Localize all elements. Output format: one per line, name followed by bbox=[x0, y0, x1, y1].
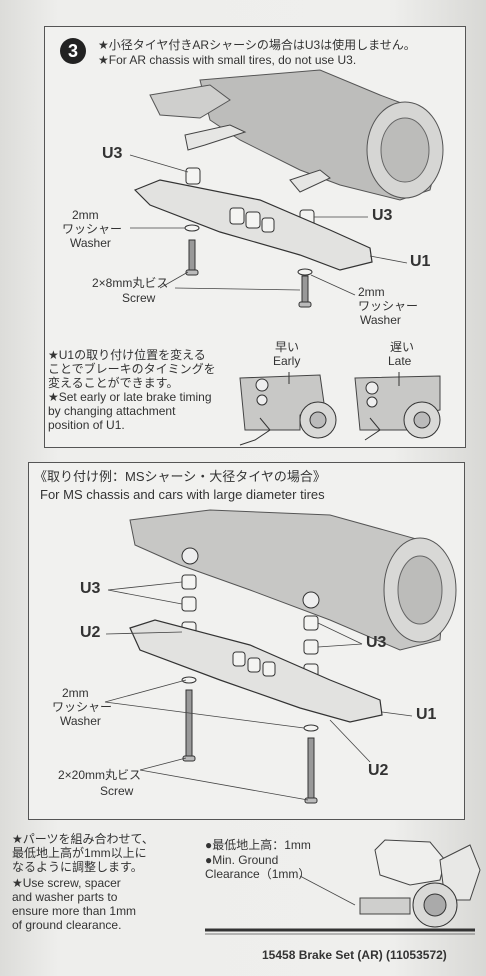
timing-note-en-3: position of U1. bbox=[48, 418, 125, 432]
min-clearance-en-2: Clearance（1mm） bbox=[205, 867, 311, 881]
timing-note-en-2: by changing attachment bbox=[48, 404, 176, 418]
label-washer-jp-2: ワッシャー bbox=[52, 700, 113, 714]
clearance-note-jp-1: ★パーツを組み合わせて、 bbox=[12, 832, 154, 846]
clearance-note-en-4: of ground clearance. bbox=[12, 918, 122, 932]
label-u2-left: U2 bbox=[80, 624, 101, 641]
label-washer-right-jp: ワッシャー bbox=[358, 299, 419, 313]
label-early-en: Early bbox=[273, 354, 301, 368]
timing-note-jp-3: 変えることができます。 bbox=[48, 376, 179, 390]
timing-note-en-1: ★Set early or late brake timing bbox=[48, 390, 212, 404]
product-footer: 15458 Brake Set (AR) (11053572) bbox=[262, 948, 447, 962]
label-u2-right: U2 bbox=[368, 762, 389, 779]
label-late-jp: 遅い bbox=[390, 340, 415, 354]
step-note-jp: ★小径タイヤ付きARシャーシの場合はU3は使用しません。 bbox=[98, 38, 416, 52]
label-u1: U1 bbox=[410, 253, 431, 270]
label-u3-right-2: U3 bbox=[366, 634, 387, 651]
label-washer-right-en: Washer bbox=[360, 313, 401, 327]
label-screw-size: 2×8mm丸ビス bbox=[92, 276, 169, 290]
label-late-en: Late bbox=[388, 354, 412, 368]
clearance-note-jp-3: なるように調整します。 bbox=[12, 860, 143, 874]
label-early-jp: 早い bbox=[275, 340, 300, 354]
min-clearance-jp: ●最低地上高：1mm bbox=[205, 838, 311, 852]
label-screw-en: Screw bbox=[122, 291, 156, 305]
label-washer-left-en: Washer bbox=[70, 236, 111, 250]
timing-note-jp-1: ★U1の取り付け位置を変える bbox=[48, 348, 206, 362]
label-washer-en-2: Washer bbox=[60, 714, 101, 728]
example-title-en: For MS chassis and cars with large diame… bbox=[40, 487, 325, 502]
label-u1-2: U1 bbox=[416, 706, 437, 723]
example-title-jp: 《取り付け例：MSシャーシ・大径タイヤの場合》 bbox=[34, 469, 326, 484]
label-washer-right-size: 2mm bbox=[358, 285, 385, 299]
label-washer-size-2: 2mm bbox=[62, 686, 89, 700]
step-number: 3 bbox=[60, 38, 86, 64]
label-u3-right: U3 bbox=[372, 207, 393, 224]
label-screw-en-2: Screw bbox=[100, 784, 134, 798]
clearance-note-jp-2: 最低地上高が1mm以上に bbox=[12, 846, 147, 860]
step-note-en: ★For AR chassis with small tires, do not… bbox=[98, 53, 357, 67]
timing-note-jp-2: ことでブレーキのタイミングを bbox=[48, 362, 216, 376]
clearance-note-en-2: and washer parts to bbox=[12, 890, 118, 904]
label-screw-size-2: 2×20mm丸ビス bbox=[58, 768, 142, 782]
label-u3-left-2: U3 bbox=[80, 580, 101, 597]
label-u3-left: U3 bbox=[102, 145, 123, 162]
min-clearance-en-1: ●Min. Ground bbox=[205, 853, 279, 867]
clearance-note-en-3: ensure more than 1mm bbox=[12, 904, 137, 918]
label-washer-left-jp: ワッシャー bbox=[62, 222, 123, 236]
label-washer-left-size: 2mm bbox=[72, 208, 99, 222]
clearance-note-en-1: ★Use screw, spacer bbox=[12, 876, 121, 890]
